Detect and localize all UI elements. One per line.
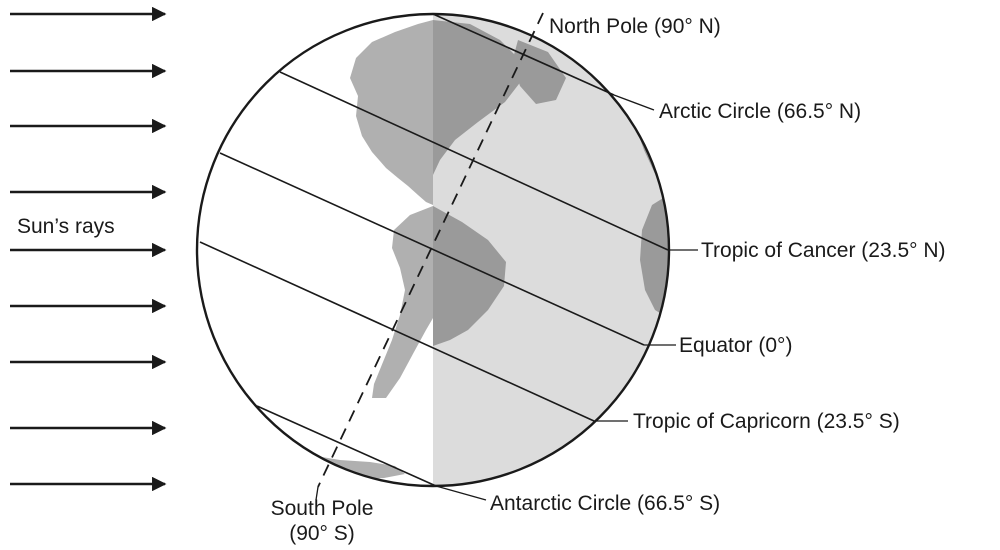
equator-label: Equator (0°) xyxy=(679,334,792,357)
globe xyxy=(195,12,671,488)
tropic-of-cancer-line xyxy=(279,71,669,251)
north-america-night-landmass xyxy=(433,20,522,175)
tropic-of-capricorn-line xyxy=(199,241,595,422)
north-america-landmass xyxy=(350,20,433,205)
tropic-of-cancer-label: Tropic of Cancer (23.5° N) xyxy=(701,239,946,262)
antarctic-circle-label: Antarctic Circle (66.5° S) xyxy=(490,492,720,515)
south-america-landmass xyxy=(372,206,433,398)
sun-rays xyxy=(10,6,167,492)
south-america-night-landmass xyxy=(433,206,506,346)
sun-rays-label: Sun’s rays xyxy=(17,215,115,238)
south-pole-leader xyxy=(315,486,319,501)
arctic-circle-label: Arctic Circle (66.5° N) xyxy=(659,100,861,123)
antarctic-circle-leader xyxy=(435,485,487,501)
tropic-of-capricorn-label: Tropic of Capricorn (23.5° S) xyxy=(633,410,900,433)
antarctic-circle-line xyxy=(256,405,437,487)
south-pole-label: South Pole xyxy=(271,497,374,520)
south-pole-degree-label: (90° S) xyxy=(289,522,355,545)
north-pole-label: North Pole (90° N) xyxy=(549,15,721,38)
equator-line xyxy=(219,152,645,346)
europe-africa-landmass xyxy=(640,195,668,318)
arctic-circle-leader xyxy=(613,94,655,111)
earth-axis-line xyxy=(317,12,544,488)
